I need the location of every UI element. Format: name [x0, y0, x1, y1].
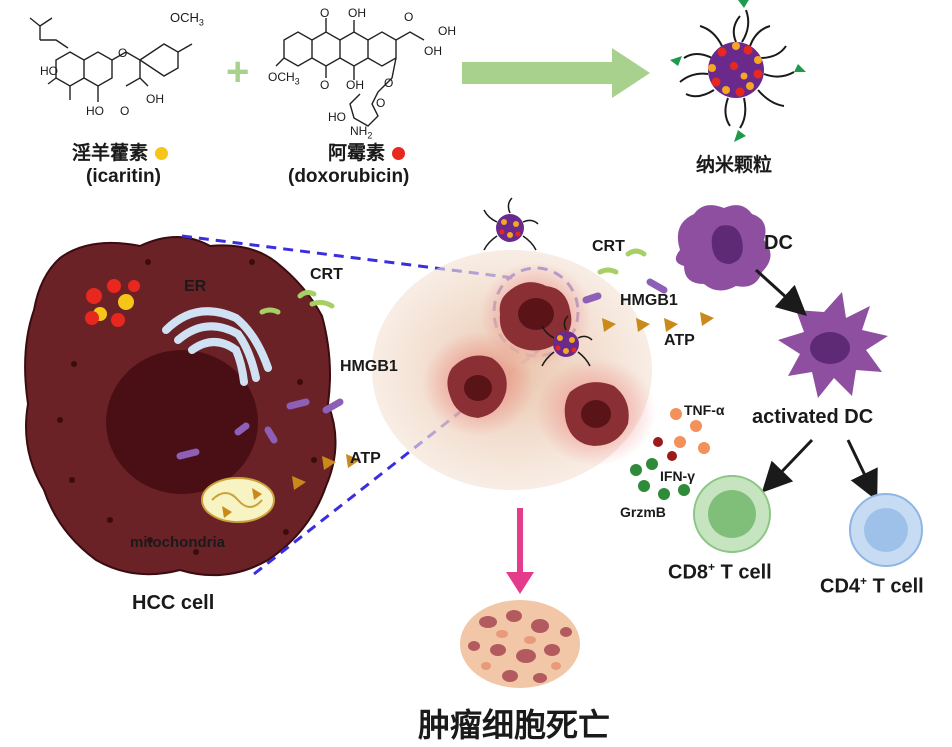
icaritin-structure [29, 17, 193, 102]
dox-o-bottom: O [320, 78, 330, 92]
icaritin-och3-label: OCH3 [170, 10, 204, 28]
tumor-atp-label: ATP [664, 332, 695, 349]
dox-oh-bottom: OH [346, 78, 364, 92]
mitochondria-label: mitochondria [130, 534, 226, 551]
dox-o-carbonyl: O [404, 10, 414, 24]
nanoparticle-top [670, 0, 806, 142]
icaritin-oh-right: OH [146, 92, 164, 106]
hmgb1-rods [176, 398, 344, 460]
tumor-crt-label: CRT [592, 238, 625, 255]
er-label: ER [184, 278, 207, 295]
tumor-hmgb1-label: HMGB1 [620, 292, 678, 309]
icaritin-ho-left: HO [40, 64, 58, 78]
dox-nh2: NH2 [350, 124, 373, 141]
doxorubicin-structure [275, 18, 425, 127]
cd8-label: CD8+ T cell [668, 560, 772, 584]
tumor-site [372, 197, 714, 490]
cytokines [630, 408, 710, 500]
cd4-t-cell [849, 493, 923, 567]
dc-label: DC [764, 232, 793, 254]
synthesis-arrow [462, 48, 650, 98]
icaritin-o-bottom: O [120, 104, 130, 118]
dendritic-cell [675, 205, 771, 291]
icaritin-name-cn: 淫羊藿素 [72, 138, 168, 165]
icaritin-dot [154, 147, 168, 160]
dox-o-glyco: O [384, 76, 394, 90]
atp-triangles [292, 454, 360, 490]
dox-o-top: O [320, 6, 330, 20]
tnf-label: TNF-α [684, 402, 725, 418]
crt-fragments [259, 289, 335, 315]
activated-dc-label: activated DC [752, 406, 874, 428]
cd8-t-cell [693, 475, 771, 553]
drug-particles [85, 279, 140, 327]
nucleus [106, 350, 258, 494]
hcc-atp-label: ATP [350, 450, 381, 467]
doxorubicin-name-cn: 阿霉素 [328, 138, 405, 165]
activation-arrows [754, 268, 878, 501]
dox-ho-sugar: HO [328, 110, 346, 124]
hcc-cell [24, 236, 360, 577]
icaritin-o-ring: O [118, 46, 128, 60]
dox-oh-top: OH [348, 6, 366, 20]
activated-dendritic-cell [778, 292, 888, 398]
icaritin-name-en: (icaritin) [86, 166, 161, 187]
ifn-label: IFN-γ [660, 468, 695, 484]
er-organelle [162, 307, 272, 386]
doxorubicin-name-en: (doxorubicin) [288, 166, 410, 187]
icaritin-ho-bottom: HO [86, 104, 104, 118]
doxorubicin-dot [391, 147, 405, 160]
dox-oh-ring: OH [424, 44, 442, 58]
tumor-debris [460, 600, 580, 688]
dox-o-sugar: O [376, 96, 386, 110]
plus-sign: + [226, 50, 250, 94]
dox-oh-chain: OH [438, 24, 456, 38]
cd4-label: CD4+ T cell [820, 574, 924, 598]
mitochondria-organelle [201, 477, 275, 523]
hcc-crt-label: CRT [310, 266, 343, 283]
tumor-cell-death-label: 肿瘤细胞死亡 [418, 706, 611, 744]
hcc-hmgb1-label: HMGB1 [340, 358, 398, 375]
nanoparticle-label: 纳米颗粒 [696, 154, 773, 176]
dox-och3: OCH3 [268, 70, 300, 87]
grzmb-label: GrzmB [620, 504, 666, 520]
hcc-cell-label: HCC cell [132, 592, 215, 614]
